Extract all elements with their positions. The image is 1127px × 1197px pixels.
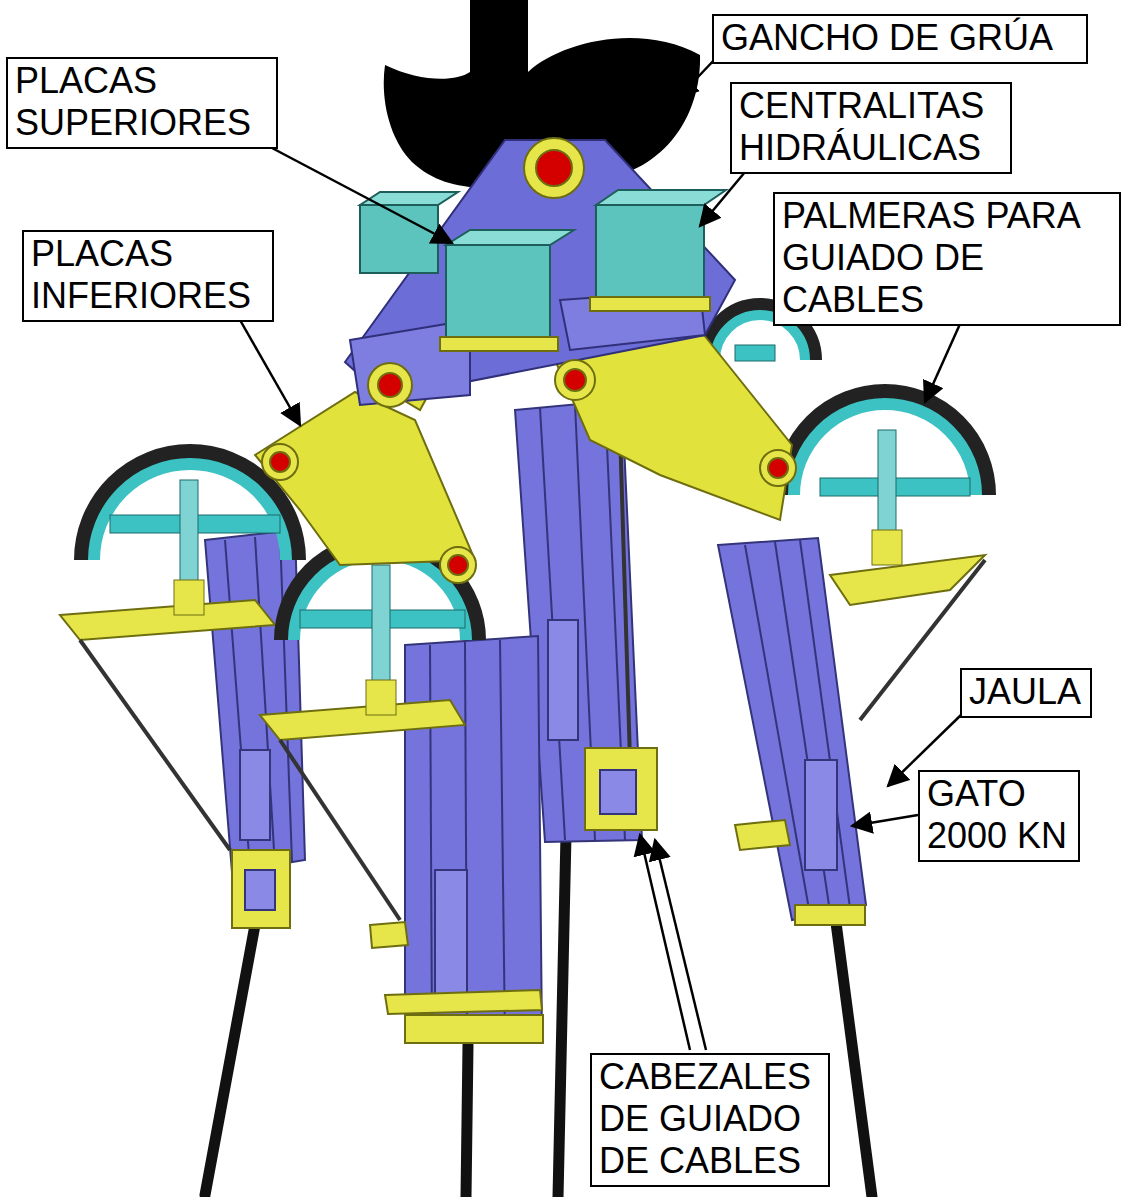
callout-text: PLACAS INFERIORES (31, 233, 265, 317)
callout-box: PLACAS INFERIORES (22, 230, 274, 322)
callout-box: PALMERAS PARA GUIADO DE CABLES (773, 192, 1121, 326)
callout-text: GANCHO DE GRÚA (721, 17, 1079, 59)
callout-box: GATO 2000 KN (918, 770, 1080, 862)
cable-guide-arcs (82, 392, 988, 715)
guide-platforms (60, 430, 985, 1014)
callout-box: PLACAS SUPERIORES (6, 57, 278, 149)
callout-text: PALMERAS PARA GUIADO DE CABLES (782, 195, 1112, 321)
pins (262, 138, 796, 583)
callout-text: PLACAS SUPERIORES (15, 60, 269, 144)
callout-text: JAULA (969, 671, 1083, 713)
hydraulic-units (360, 190, 726, 351)
callout-text: CABEZALES DE GUIADO DE CABLES (599, 1056, 821, 1182)
callout-text: GATO 2000 KN (927, 773, 1071, 857)
crane-hook (384, 0, 700, 188)
callout-box: CABEZALES DE GUIADO DE CABLES (590, 1053, 830, 1187)
upper-plate (345, 140, 735, 405)
callout-box: JAULA (960, 668, 1092, 718)
callout-box: CENTRALITAS HIDRÁULICAS (730, 82, 1012, 174)
callout-box: GANCHO DE GRÚA (712, 14, 1088, 64)
cable-guide-heads (232, 748, 865, 1043)
callout-text: CENTRALITAS HIDRÁULICAS (739, 85, 1003, 169)
